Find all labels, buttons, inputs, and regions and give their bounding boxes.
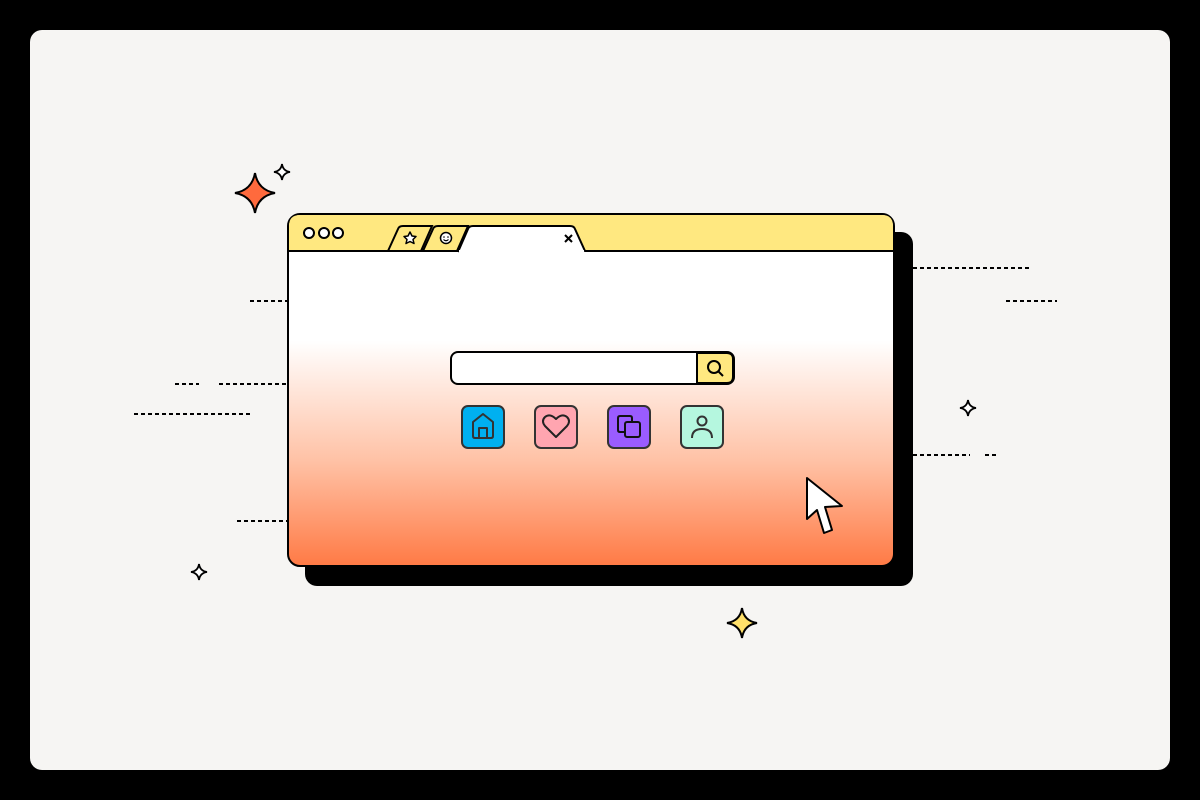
sparkle-icon <box>234 172 276 214</box>
window-controls <box>303 227 344 239</box>
circle-icon[interactable] <box>332 227 344 239</box>
window-body <box>287 213 895 567</box>
shortcut-home[interactable] <box>461 405 505 449</box>
speed-lines <box>134 267 1057 522</box>
tab-active[interactable] <box>457 225 893 254</box>
tab-smiley[interactable] <box>422 225 470 252</box>
shortcut-user[interactable] <box>680 405 724 449</box>
search-icon <box>707 360 724 377</box>
search-button[interactable] <box>696 352 734 384</box>
sparkle-icon <box>959 399 977 417</box>
copy-icon <box>617 415 641 438</box>
sparkle-icon <box>726 607 758 639</box>
smiley-icon <box>439 231 453 245</box>
tab-star[interactable] <box>387 225 434 252</box>
shortcut-heart[interactable] <box>534 405 578 449</box>
title-bar <box>289 215 893 251</box>
user-icon <box>691 415 713 439</box>
search-input[interactable] <box>450 351 735 385</box>
shortcut-copy[interactable] <box>607 405 651 449</box>
search-bar <box>450 351 735 385</box>
home-icon <box>472 413 494 439</box>
cursor-arrow-icon <box>806 477 843 534</box>
close-icon[interactable] <box>564 234 573 243</box>
browser-window <box>287 213 913 586</box>
circle-icon[interactable] <box>303 227 315 239</box>
circle-icon[interactable] <box>318 227 330 239</box>
sparkle-icon <box>190 563 208 581</box>
heart-icon <box>542 414 570 438</box>
star-icon <box>403 231 417 245</box>
sparkle-icon <box>273 163 291 181</box>
